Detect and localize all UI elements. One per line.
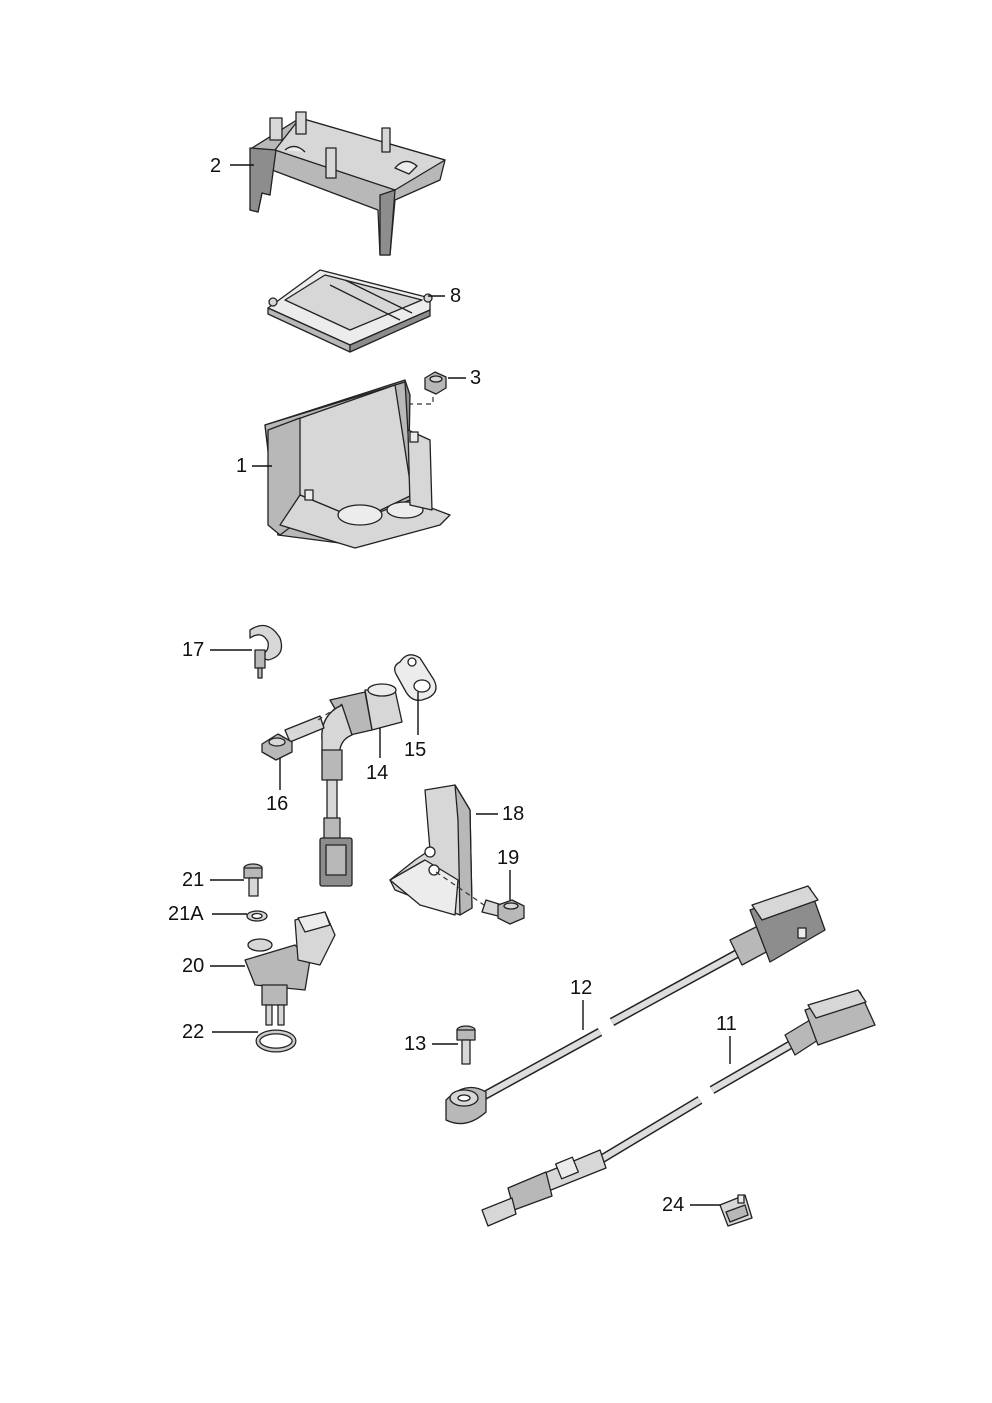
callout-1: 1 <box>236 455 247 477</box>
callout-11: 11 <box>716 1013 737 1035</box>
part-12-knock-sensor <box>445 885 826 1125</box>
part-22-o-ring <box>255 1029 297 1053</box>
part-16-bolt <box>261 715 325 761</box>
part-2-bracket <box>249 111 446 256</box>
callout-19: 19 <box>497 847 519 869</box>
callout-17: 17 <box>182 639 204 661</box>
callout-3: 3 <box>470 367 481 389</box>
callout-13: 13 <box>404 1033 426 1055</box>
part-11-lambda-probe <box>481 989 876 1227</box>
callout-12: 12 <box>570 977 592 999</box>
callout-21a: 21A <box>168 903 204 925</box>
callout-22: 22 <box>182 1021 204 1043</box>
part-21a-washer <box>246 910 268 922</box>
callout-18: 18 <box>502 803 524 825</box>
part-18-bracket <box>389 784 473 916</box>
part-3-assembly-line <box>404 397 434 418</box>
part-17-clip <box>249 624 283 679</box>
callout-16: 16 <box>266 793 288 815</box>
callout-8: 8 <box>450 285 461 307</box>
part-24-clip <box>719 1194 753 1227</box>
part-20-sensor <box>244 911 336 1026</box>
callout-15: 15 <box>404 739 426 761</box>
part-19-bolt <box>481 899 525 925</box>
callout-20: 20 <box>182 955 204 977</box>
part-13-bolt <box>456 1025 476 1065</box>
callout-24: 24 <box>662 1194 684 1216</box>
callout-2: 2 <box>210 155 221 177</box>
part-8-control-unit <box>267 269 433 353</box>
callout-14: 14 <box>366 762 388 784</box>
part-15-gasket <box>394 654 437 701</box>
callout-21: 21 <box>182 869 204 891</box>
part-21-screw <box>243 863 263 897</box>
part-14-sensor <box>319 683 403 887</box>
part-1-tray <box>264 379 451 549</box>
part-19-assembly-line <box>435 871 485 906</box>
part-3-nut <box>424 371 447 395</box>
part-16-assembly-line <box>317 703 343 721</box>
